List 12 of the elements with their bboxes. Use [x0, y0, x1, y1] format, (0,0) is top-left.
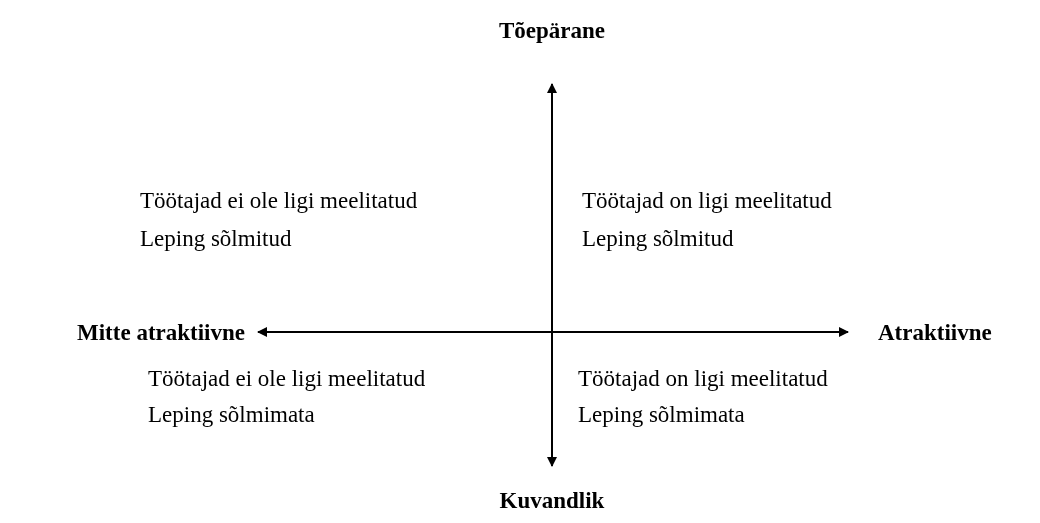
axis-label: Atraktiivne	[878, 320, 992, 346]
quadrant-text: Töötajad ei ole ligi meelitatud	[148, 366, 426, 392]
quadrant-text: Leping sõlmimata	[148, 402, 315, 428]
quadrant-text: Töötajad on ligi meelitatud	[582, 188, 832, 214]
axis-label: Mitte atraktiivne	[77, 320, 245, 346]
quadrant-text: Leping sõlmimata	[578, 402, 745, 428]
quadrant-text: Leping sõlmitud	[140, 226, 292, 252]
quadrant-text: Leping sõlmitud	[582, 226, 734, 252]
quadrant-text: Töötajad ei ole ligi meelitatud	[140, 188, 418, 214]
axis-label: Kuvandlik	[499, 488, 605, 514]
quadrant-text: Töötajad on ligi meelitatud	[578, 366, 828, 392]
axis-label: Tõepärane	[499, 18, 606, 44]
